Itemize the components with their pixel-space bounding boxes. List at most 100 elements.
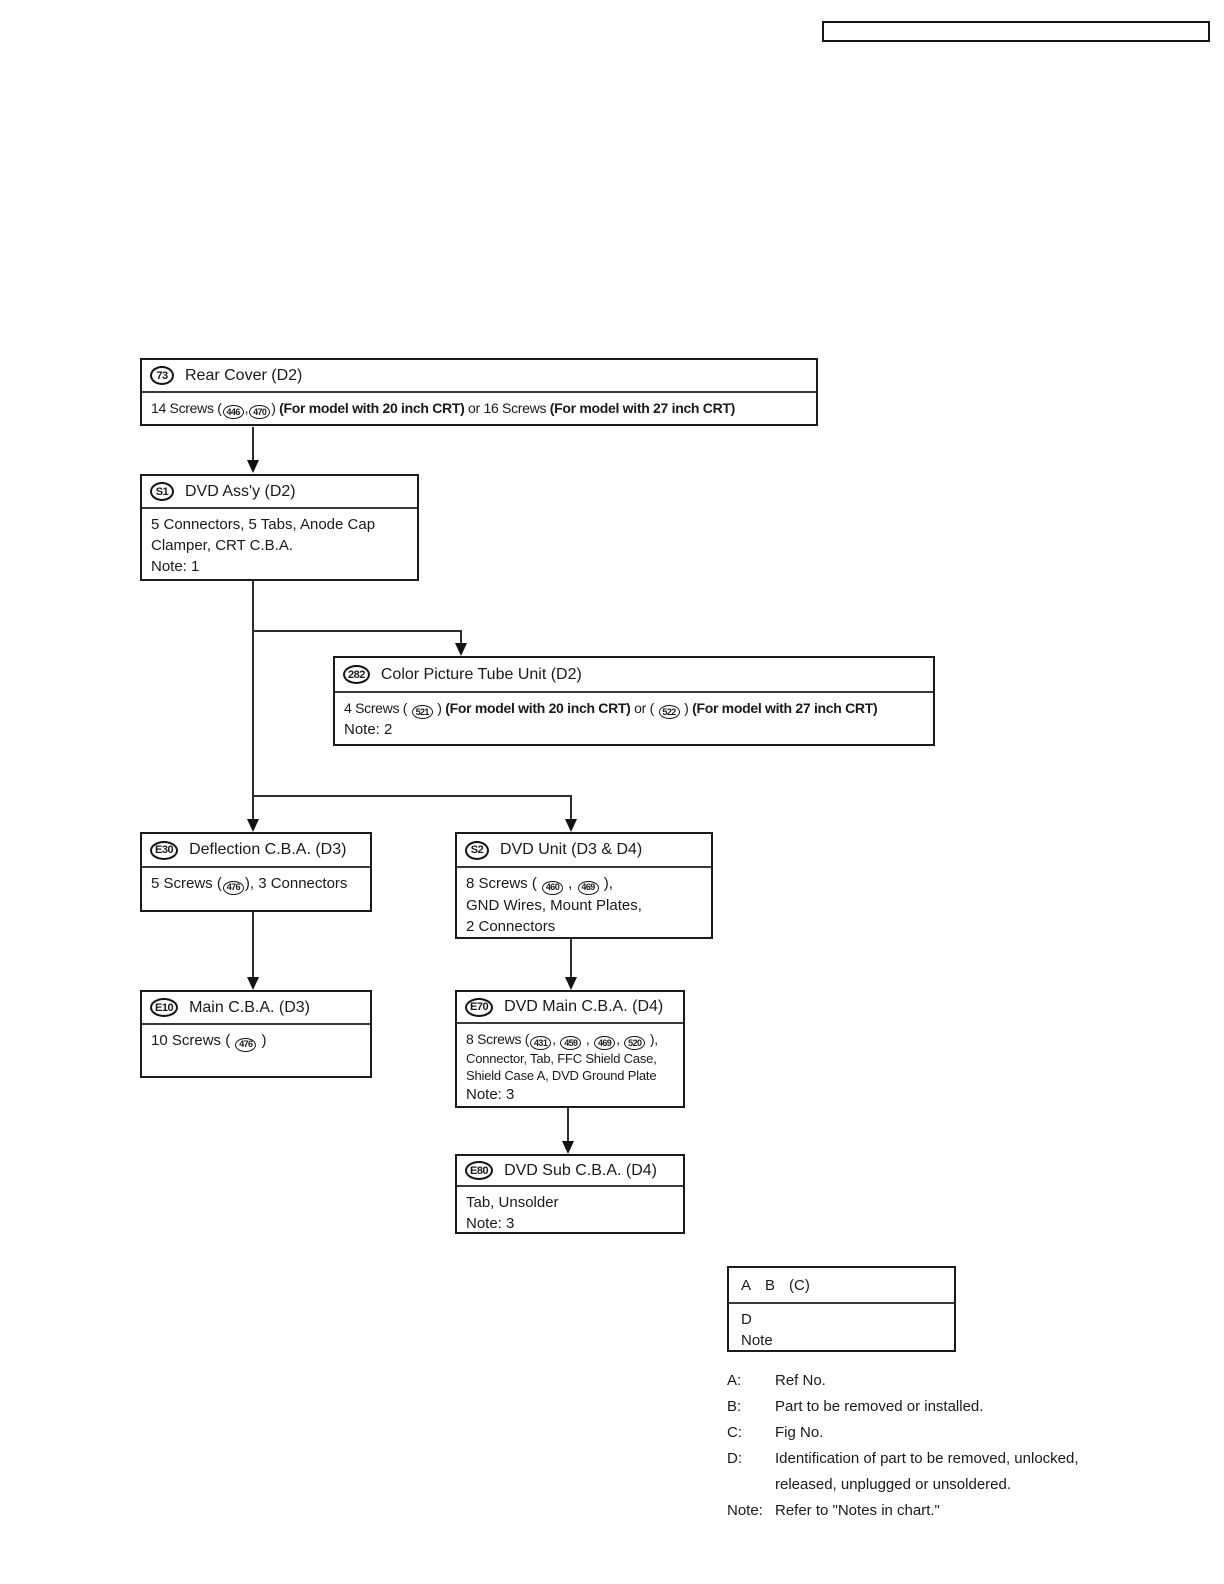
text-segment: ,: [564, 875, 577, 892]
node-body-line: 8 Screws ( 460 , 469 ),: [466, 873, 702, 895]
ref-number-badge: 469: [577, 880, 599, 895]
node-title: DVD Unit (D3 & D4): [500, 841, 643, 858]
flow-node-rear-cover: 73 Rear Cover (D2) 14 Screws (446,470) (…: [140, 358, 818, 426]
ref-number-badge: 431: [530, 1036, 552, 1050]
node-body: Tab, Unsolder Note: 3: [457, 1187, 683, 1240]
legend-row: B: Part to be removed or installed.: [727, 1394, 1117, 1420]
node-body-line: 10 Screws ( 476 ): [151, 1030, 361, 1052]
arrow-down-icon: [247, 460, 259, 473]
legend-label: Note:: [727, 1502, 763, 1519]
node-body-line: 2 Connectors: [466, 916, 702, 937]
text-segment: (For model with 20 inch CRT): [445, 700, 631, 716]
ref-number-badge: 469: [594, 1036, 616, 1050]
text-segment: ),: [599, 875, 613, 892]
text-segment: ),: [646, 1031, 658, 1047]
flow-node-dvd-unit: S2 DVD Unit (D3 & D4) 8 Screws ( 460 , 4…: [455, 832, 713, 939]
text-segment: 8 Screws (: [466, 875, 542, 892]
node-body-line: GND Wires, Mount Plates,: [466, 895, 702, 916]
legend-key-header: A B (C): [729, 1268, 954, 1304]
node-ref-badge: 282: [343, 665, 370, 684]
text-segment: Clamper, CRT C.B.A.: [151, 537, 293, 554]
node-body-line: 5 Screws (476), 3 Connectors: [151, 873, 361, 895]
arrow-down-icon: [565, 819, 577, 832]
node-header: 73 Rear Cover (D2): [142, 360, 816, 393]
text-segment: Note: 1: [151, 558, 200, 575]
text-segment: or (: [630, 700, 658, 716]
node-title: Deflection C.B.A. (D3): [189, 841, 347, 858]
text-segment: 10 Screws (: [151, 1032, 235, 1049]
text-segment: 5 Screws (: [151, 875, 222, 892]
node-body: 8 Screws (431, 459 , 469, 520 ), Connect…: [457, 1024, 683, 1111]
text-segment: 5 Connectors, 5 Tabs, Anode Cap: [151, 516, 376, 533]
legend-text: Fig No.: [775, 1424, 824, 1441]
text-segment: (For model with 20 inch CRT): [279, 400, 465, 416]
legend-key-d: D: [741, 1311, 752, 1328]
legend-text: Refer to "Notes in chart.": [775, 1502, 940, 1519]
node-body-line: Note: 3: [466, 1213, 674, 1234]
node-header: E30 Deflection C.B.A. (D3): [142, 834, 370, 868]
connector-rearcover-dvdassy: [252, 427, 254, 461]
flow-node-dvd-assy: S1 DVD Ass'y (D2) 5 Connectors, 5 Tabs, …: [140, 474, 419, 581]
ref-number-badge: 476: [222, 880, 244, 895]
text-segment: GND Wires, Mount Plates,: [466, 896, 642, 914]
node-body-line: Shield Case A, DVD Ground Plate: [466, 1067, 674, 1084]
node-body: 14 Screws (446,470) (For model with 20 i…: [142, 393, 816, 425]
connector-dvdunit-dvdmain: [570, 939, 572, 978]
ref-number-badge: 522: [658, 705, 680, 719]
node-body-line: Note: 1: [151, 556, 408, 577]
node-ref-badge: E30: [150, 840, 179, 860]
flow-node-dvd-main-cba: E70 DVD Main C.B.A. (D4) 8 Screws (431, …: [455, 990, 685, 1108]
node-ref-badge: S1: [150, 482, 174, 501]
arrow-down-icon: [247, 819, 259, 832]
ref-number-badge: 446: [222, 405, 244, 419]
connector-branch-cpt-horizontal: [252, 630, 462, 632]
connector-dvdmain-dvdsub: [567, 1108, 569, 1142]
model-number-box: [822, 21, 1210, 42]
text-segment: 4 Screws (: [344, 700, 411, 716]
ref-number-badge: 476: [235, 1037, 257, 1052]
text-segment: ): [271, 400, 280, 416]
text-segment: ,: [552, 1031, 560, 1047]
legend-list: A: Ref No. B: Part to be removed or inst…: [727, 1368, 1117, 1524]
node-ref-badge: S2: [465, 840, 489, 860]
text-segment: ): [680, 700, 693, 716]
node-body-line: 8 Screws (431, 459 , 469, 520 ),: [466, 1029, 674, 1050]
arrow-down-icon: [562, 1141, 574, 1154]
legend-label: A:: [727, 1372, 742, 1389]
text-segment: ,: [244, 400, 249, 416]
connector-deflection-maincba: [252, 912, 254, 978]
text-segment: Shield Case A, DVD Ground Plate: [466, 1068, 657, 1083]
text-segment: 8 Screws (: [466, 1031, 530, 1047]
node-body-line: 5 Connectors, 5 Tabs, Anode Cap: [151, 514, 408, 535]
text-segment: Tab, Unsolder: [466, 1194, 559, 1211]
node-body-line: 14 Screws (446,470) (For model with 20 i…: [151, 398, 807, 419]
text-segment: Connector, Tab, FFC Shield Case,: [466, 1051, 657, 1066]
flow-node-color-picture-tube-unit: 282 Color Picture Tube Unit (D2) 4 Screw…: [333, 656, 935, 746]
node-header: E70 DVD Main C.B.A. (D4): [457, 992, 683, 1024]
text-segment: (For model with 27 inch CRT): [692, 700, 878, 716]
text-segment: ,: [616, 1031, 624, 1047]
legend-label: C:: [727, 1424, 742, 1441]
text-segment: or 16 Screws: [464, 400, 550, 416]
node-header: S2 DVD Unit (D3 & D4): [457, 834, 711, 868]
legend-text: Ref No.: [775, 1372, 826, 1389]
node-body: 5 Connectors, 5 Tabs, Anode Cap Clamper,…: [142, 509, 417, 583]
node-body: 5 Screws (476), 3 Connectors: [142, 868, 370, 901]
legend-label: B:: [727, 1398, 742, 1415]
node-title: DVD Sub C.B.A. (D4): [504, 1161, 658, 1179]
node-header: S1 DVD Ass'y (D2): [142, 476, 417, 509]
node-title: DVD Main C.B.A. (D4): [504, 998, 664, 1015]
legend-row: D: Identification of part to be removed,…: [727, 1446, 1117, 1498]
flow-node-dvd-sub-cba: E80 DVD Sub C.B.A. (D4) Tab, Unsolder No…: [455, 1154, 685, 1234]
node-header: E10 Main C.B.A. (D3): [142, 992, 370, 1025]
flow-node-main-cba: E10 Main C.B.A. (D3) 10 Screws ( 476 ): [140, 990, 372, 1078]
ref-number-badge: 459: [560, 1036, 582, 1050]
text-segment: Note: 3: [466, 1086, 515, 1103]
node-body-line: Clamper, CRT C.B.A.: [151, 535, 408, 556]
node-title: Main C.B.A. (D3): [189, 998, 310, 1016]
legend-text: Part to be removed or installed.: [775, 1398, 984, 1415]
legend-key-box: A B (C) D Note: [727, 1266, 956, 1352]
node-body: 8 Screws ( 460 , 469 ), GND Wires, Mount…: [457, 868, 711, 943]
legend-label: D:: [727, 1450, 742, 1467]
